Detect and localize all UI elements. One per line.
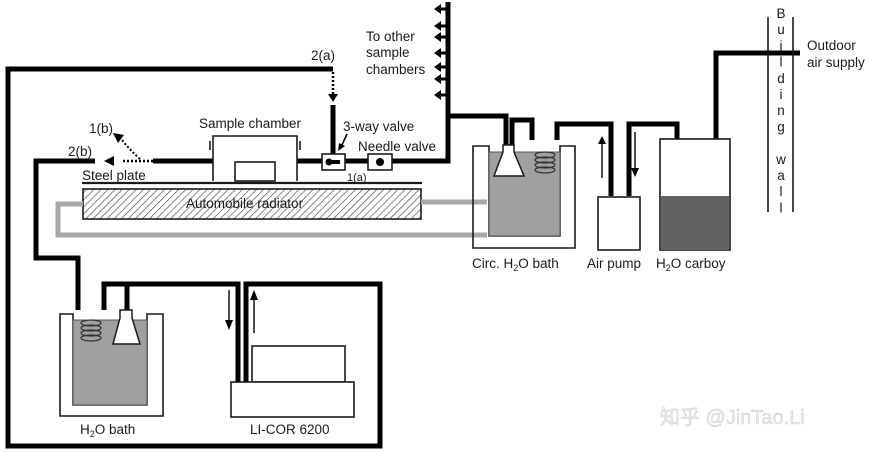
circ-coil-to-pump [554,121,614,196]
water-carboy [659,138,731,251]
label-to-other-1: To other [366,29,415,44]
manifold-to-circ-flask [448,113,509,150]
label-outdoor-2: air supply [807,55,865,70]
wall-letter: u [777,22,785,37]
wall-letter: l [780,184,783,199]
wall-letter: a [777,168,785,183]
wall-letter: g [777,119,785,134]
sample-chamber [209,135,301,182]
manifold-arrows [434,4,448,100]
circ-coil-icon [534,151,556,174]
circ-water-bath [472,144,576,249]
label-circ-bath: Circ. H2O bath [472,256,559,273]
wall-letter: B [776,6,785,21]
label-licor: LI-COR 6200 [250,422,330,437]
wall-letter: l [780,200,783,215]
arrow-1b-icon [113,133,124,143]
three-way-valve-pointer-icon [338,143,345,151]
bath-flask-icon [112,309,142,345]
wall-letter: i [780,38,783,53]
air-pump [597,196,641,251]
water-bath [59,309,164,417]
arrow-2b-icon [104,156,114,166]
label-water-bath: H2O bath [80,422,135,439]
needle-to-manifold-line [392,2,451,164]
label-air-pump: Air pump [587,256,641,271]
label-carboy: H2O carboy [656,256,726,273]
wall-letter: d [777,71,785,86]
wall-letter: i [780,87,783,102]
wall-letter: n [777,103,785,118]
wall-letter: l [780,55,783,70]
arrow-2a-icon [328,94,338,102]
label-2a: 2(a) [311,48,335,63]
needle-valve-ball-icon [376,158,384,166]
label-1a: 1(a) [347,172,367,184]
bath-coil-icon [80,319,102,342]
label-radiator: Automobile radiator [186,196,304,211]
watermark: 知乎 @JinTao.Li [660,406,805,429]
label-to-other-2: sample [366,45,410,60]
pump-out-arrow-icon [631,168,639,177]
label-1b: 1(b) [89,121,113,136]
licor-in-arrow-icon [225,320,233,330]
wall-letter: w [775,152,786,167]
circ-flask-outlet [509,117,535,166]
label-sample-chamber: Sample chamber [199,116,302,131]
label-outdoor-1: Outdoor [807,38,856,53]
label-three-way-valve: 3-way valve [343,119,414,134]
pump-in-arrow-icon [598,136,606,144]
licor-6200 [230,345,355,418]
licor-out-arrow-icon [250,290,258,300]
label-needle-valve: Needle valve [358,139,436,154]
line-2b [33,158,95,310]
label-steel-plate: Steel plate [82,168,146,183]
label-2b: 2(b) [68,144,92,159]
coolant-loop [55,201,487,238]
label-to-other-3: chambers [366,62,426,77]
return-line-2a [5,66,383,449]
circ-flask-icon [492,144,526,177]
flow-1b-dotted [121,139,141,160]
bath-to-licor-line [101,281,241,390]
